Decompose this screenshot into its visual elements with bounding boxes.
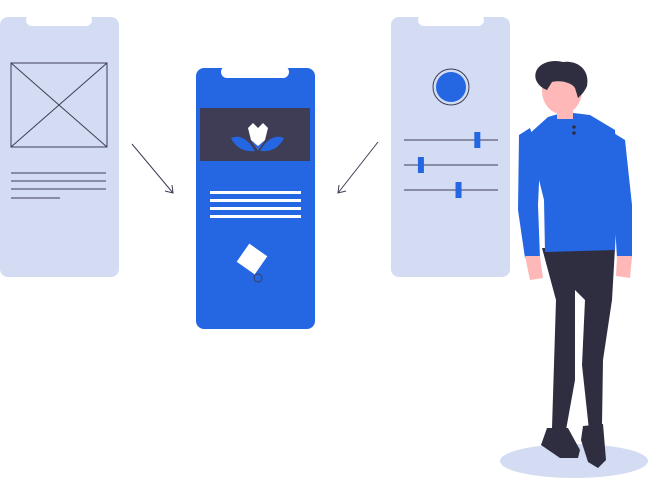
lotus-logo-icon bbox=[231, 123, 284, 152]
slider-thumb[interactable] bbox=[474, 132, 481, 148]
collar-button bbox=[572, 125, 576, 129]
tag-icon bbox=[236, 243, 268, 283]
radio-button-icon bbox=[432, 68, 470, 106]
shirt bbox=[528, 112, 618, 252]
slider-group bbox=[404, 132, 498, 198]
arm-right bbox=[606, 132, 632, 258]
person-figure bbox=[500, 60, 648, 478]
phone-notch bbox=[418, 14, 484, 26]
hand-left bbox=[525, 256, 543, 280]
floor-shadow bbox=[500, 444, 648, 478]
hand-right bbox=[616, 256, 632, 278]
wireframe-phone-right bbox=[391, 14, 510, 277]
slider[interactable] bbox=[404, 182, 498, 198]
hair bbox=[535, 60, 588, 98]
pants bbox=[542, 248, 615, 430]
text-lines-placeholder bbox=[11, 172, 106, 199]
slider[interactable] bbox=[404, 132, 498, 148]
arrow-icon bbox=[131, 143, 174, 194]
slider[interactable] bbox=[404, 157, 498, 173]
phone-notch bbox=[26, 14, 92, 26]
final-phone-middle bbox=[196, 66, 315, 329]
slider-thumb[interactable] bbox=[417, 157, 424, 173]
slider-thumb[interactable] bbox=[455, 182, 462, 198]
collar-button bbox=[572, 131, 576, 135]
phone-body bbox=[196, 68, 315, 329]
text-lines bbox=[210, 191, 301, 218]
shoe-right bbox=[581, 424, 606, 468]
shoe-left bbox=[541, 428, 580, 458]
arrow-icon bbox=[337, 141, 379, 194]
image-placeholder-icon bbox=[10, 62, 108, 148]
phone-body bbox=[391, 17, 510, 277]
phone-notch bbox=[221, 66, 289, 78]
wireframe-phone-left bbox=[0, 14, 119, 277]
